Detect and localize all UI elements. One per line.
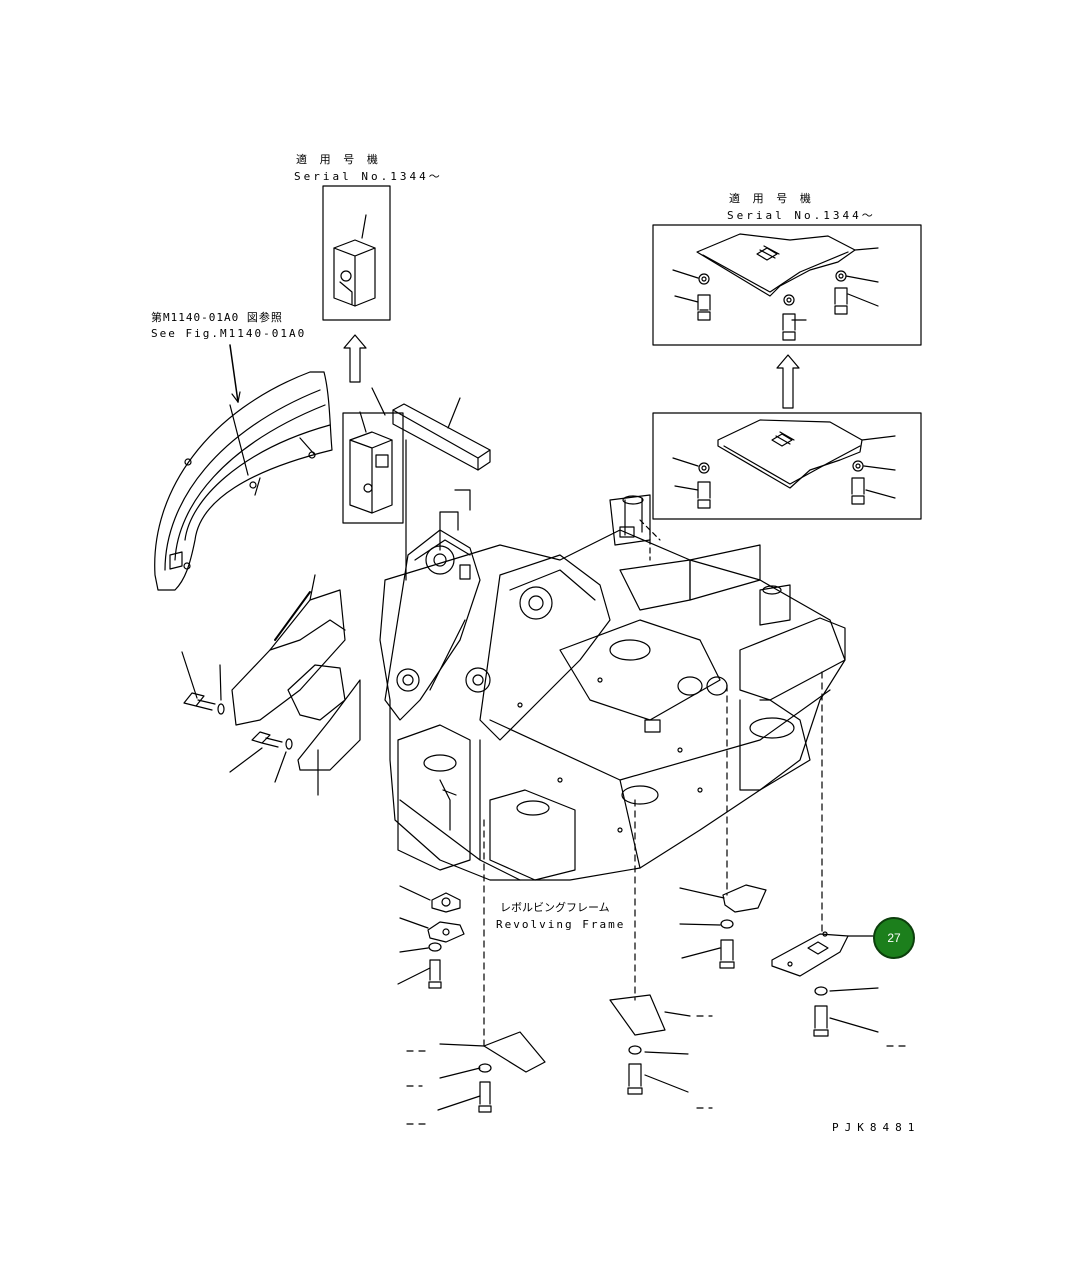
- see-fig-en: See Fig.M1140-01A0: [151, 327, 307, 340]
- left-side-plates: [181, 574, 361, 796]
- revolving-frame-en: Revolving Frame: [496, 918, 626, 931]
- counterweight: [154, 344, 333, 591]
- see-fig-jp: 第M1140-01A0 図参照: [151, 311, 283, 324]
- bottom-covers-right: [771, 671, 879, 1037]
- bottom-covers-left: [397, 885, 465, 989]
- square-bar: [392, 397, 491, 471]
- revolving-frame-jp: レボルビングフレーム: [500, 901, 610, 914]
- drawing-code: PJK8481: [832, 1121, 921, 1134]
- inset-top-right: [652, 224, 922, 409]
- applicable-serial-jp-right: 適 用 号 機: [729, 192, 814, 205]
- inset-middle-right: [639, 412, 922, 561]
- inset-top-left: [322, 185, 391, 383]
- serial-no-right: Serial No.1344～: [727, 209, 876, 222]
- inset-rubber-block: [342, 387, 407, 581]
- part-callout-badge[interactable]: 27: [873, 917, 915, 959]
- bottom-covers-lower-left: [406, 819, 906, 1125]
- serial-no-left: Serial No.1344～: [294, 170, 443, 183]
- applicable-serial-jp-left: 適 用 号 機: [296, 153, 381, 166]
- revolving-frame: [379, 489, 846, 881]
- bottom-covers-center: [609, 684, 767, 1095]
